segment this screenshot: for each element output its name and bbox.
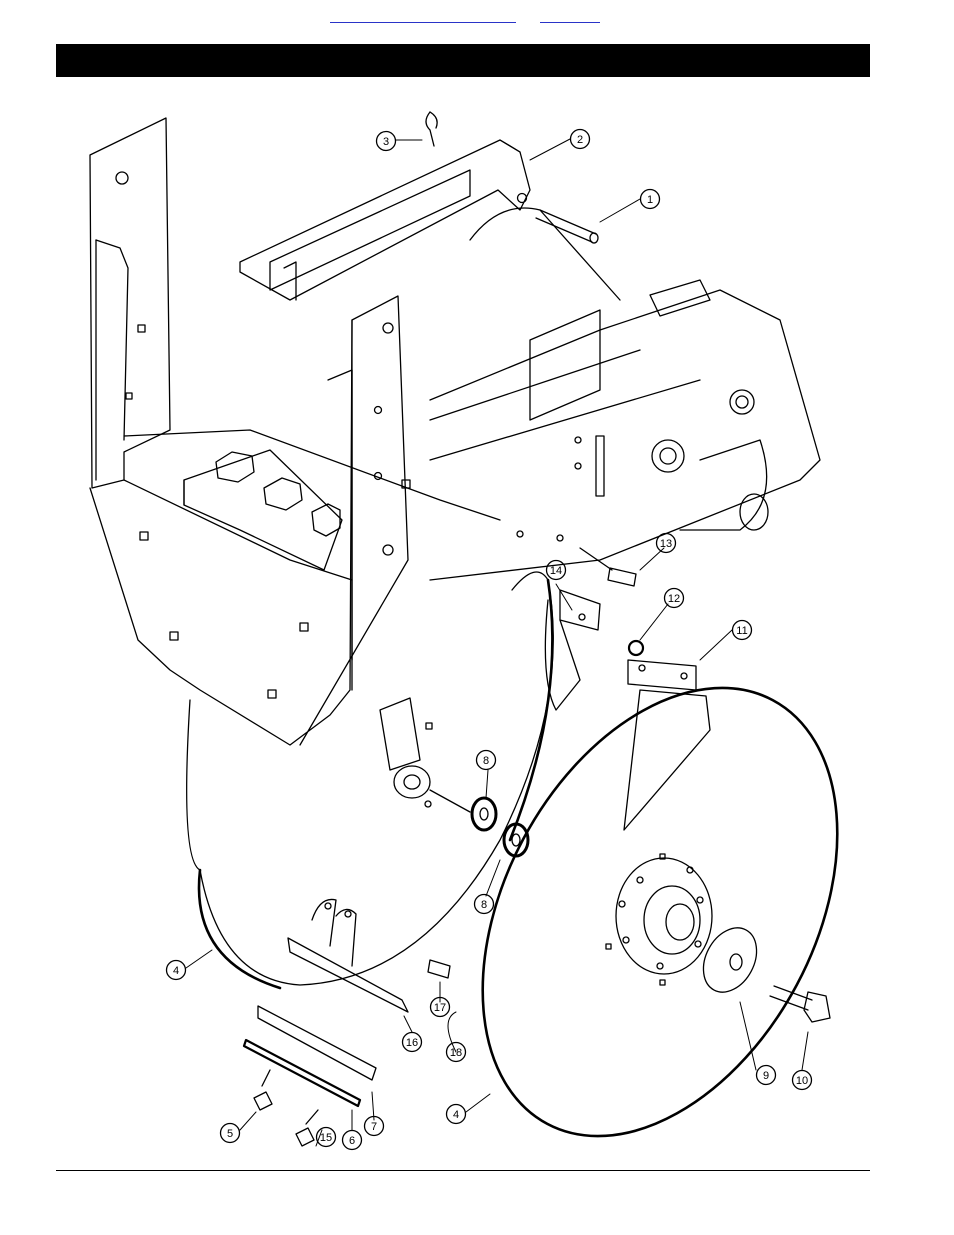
callout-4-right: 4 xyxy=(453,1109,459,1121)
toolbar-tube xyxy=(430,208,820,580)
bolt-13 xyxy=(580,548,636,586)
callout-13: 13 xyxy=(660,538,672,550)
dust-cap xyxy=(693,919,767,1002)
callout-10: 10 xyxy=(796,1075,808,1087)
callout-8-bottom: 8 xyxy=(481,899,487,911)
callout-1: 1 xyxy=(647,194,653,206)
callout-18: 18 xyxy=(450,1047,462,1059)
lower-scrapers xyxy=(244,899,408,1106)
hair-clip xyxy=(426,112,437,146)
spacer-17 xyxy=(428,960,450,978)
callout-leaders xyxy=(186,139,808,1146)
callout-11: 11 xyxy=(736,625,747,637)
washers xyxy=(430,790,528,856)
small-bolts xyxy=(254,1070,318,1146)
callout-3: 3 xyxy=(383,136,389,148)
callout-9: 9 xyxy=(763,1070,769,1082)
callout-17: 17 xyxy=(434,1002,446,1014)
callout-14: 14 xyxy=(550,565,562,577)
top-bracket xyxy=(240,140,530,300)
callout-8-top: 8 xyxy=(483,755,489,767)
right-hub xyxy=(606,854,712,985)
callout-7: 7 xyxy=(371,1121,377,1133)
washer-12 xyxy=(629,641,643,655)
callout-6: 6 xyxy=(349,1135,355,1147)
left-hub xyxy=(380,698,432,807)
callout-4-left: 4 xyxy=(173,965,179,977)
pin xyxy=(536,210,598,243)
callout-5: 5 xyxy=(227,1128,233,1140)
right-disc xyxy=(410,627,909,1196)
left-disc xyxy=(187,572,554,988)
callout-12: 12 xyxy=(668,593,680,605)
clamp-plate xyxy=(184,450,342,570)
callout-2: 2 xyxy=(577,134,583,146)
callout-16: 16 xyxy=(406,1037,418,1049)
scraper-11 xyxy=(624,660,710,830)
footer-rule xyxy=(56,1170,870,1171)
callouts xyxy=(167,130,812,1150)
shank-frame xyxy=(90,118,500,745)
callout-15: 15 xyxy=(320,1132,332,1144)
